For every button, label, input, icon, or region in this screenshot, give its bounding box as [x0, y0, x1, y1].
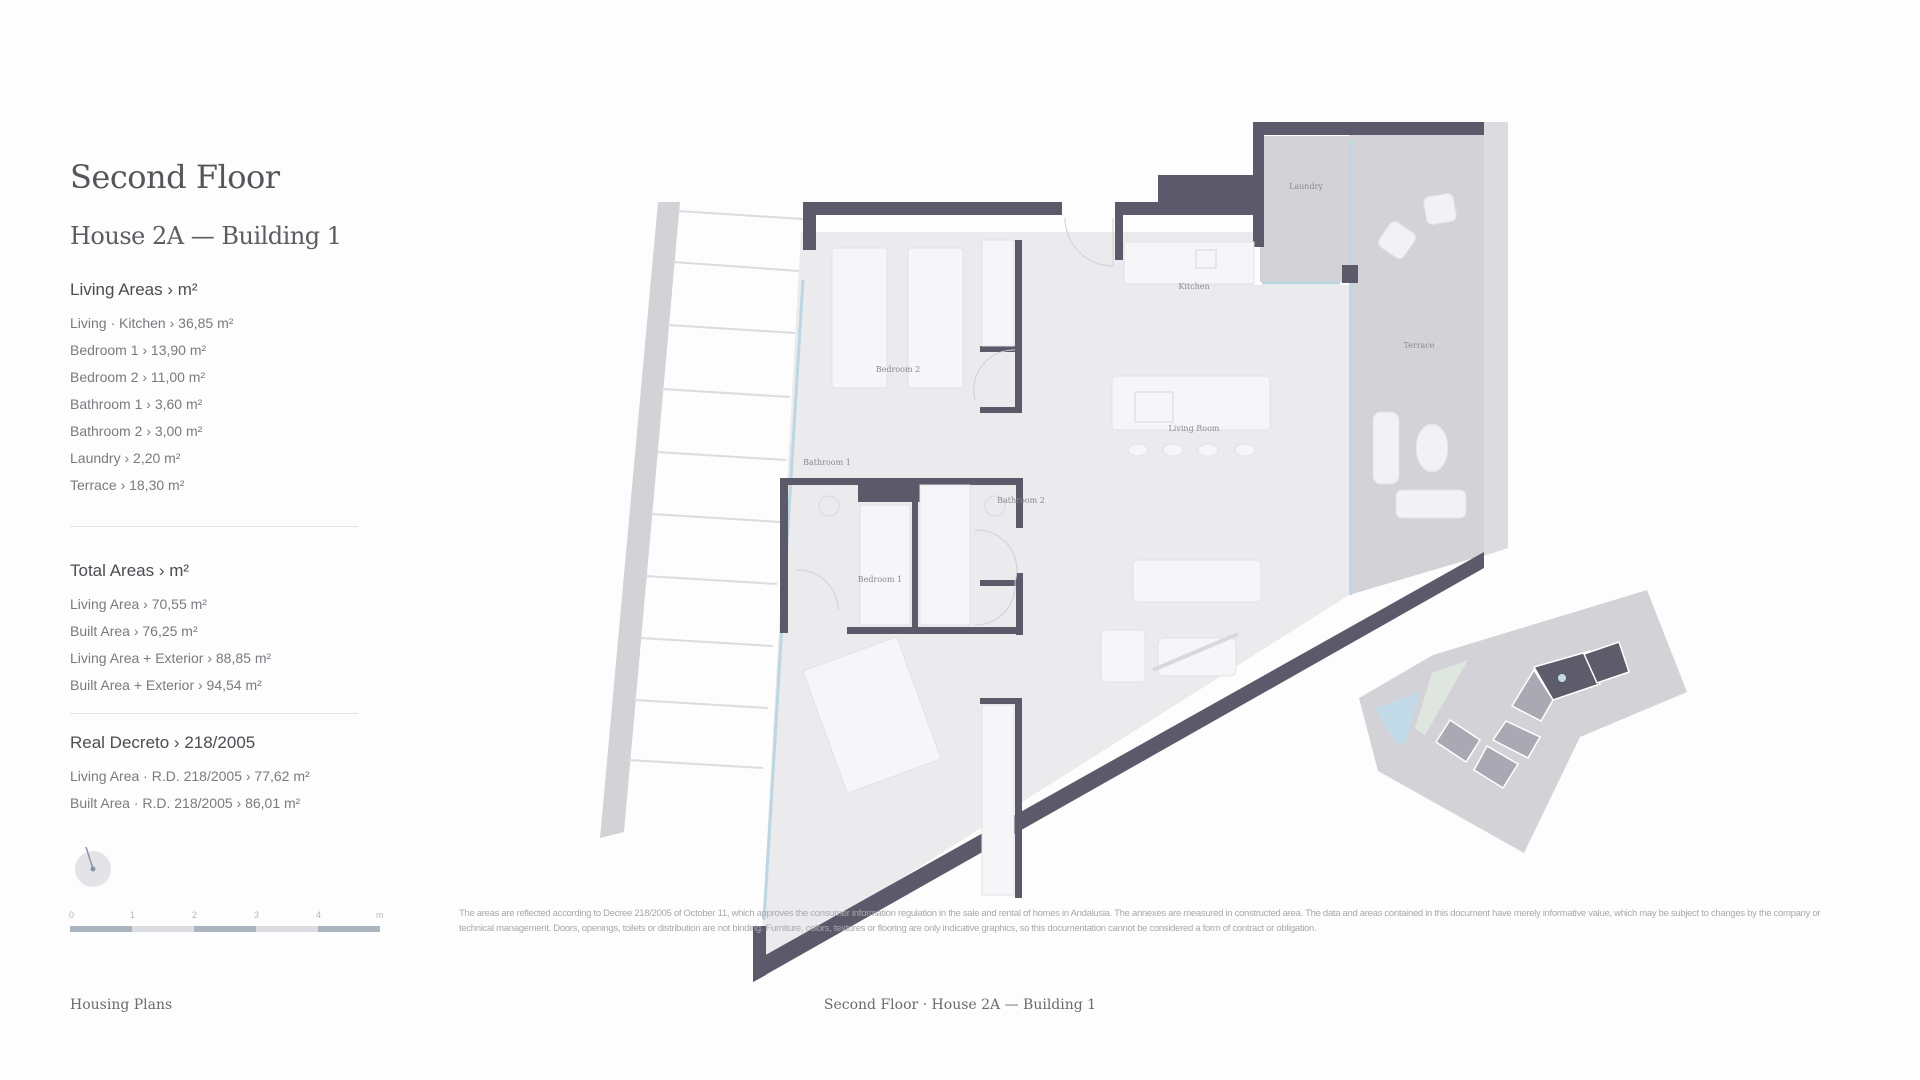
room-label-bedroom-2: Bedroom 2	[876, 365, 920, 374]
footer-page-caption: Second Floor · House 2A — Building 1	[823, 997, 1097, 1013]
coffee-table	[1157, 637, 1237, 677]
walls	[753, 122, 1484, 982]
area-item: Living Area · R.D. 218/2005 › 77,62 m²	[70, 768, 310, 784]
laundry-floor	[1260, 136, 1349, 282]
site-buildings	[1434, 641, 1630, 790]
location-marker	[1558, 674, 1566, 682]
scale-segment	[132, 926, 194, 932]
kitchen-counter	[1123, 241, 1255, 285]
room-label-living-room: Living Room	[1168, 424, 1219, 433]
house-subtitle: House 2A — Building 1	[70, 222, 342, 250]
shower	[919, 484, 971, 626]
scale-label: 2	[192, 910, 198, 920]
room-label-terrace: Terrace	[1403, 341, 1434, 350]
footer-housing-plans: Housing Plans	[70, 997, 173, 1013]
bar-stools	[1127, 443, 1256, 457]
pool	[1375, 692, 1420, 745]
area-item: Built Area + Exterior › 94,54 m²	[70, 677, 262, 693]
area-item: Bathroom 1 › 3,60 m²	[70, 396, 203, 412]
tv-unit	[1152, 632, 1239, 672]
living-areas-heading: Living Areas › m²	[70, 280, 198, 299]
area-item: Built Area · R.D. 218/2005 › 86,01 m²	[70, 795, 301, 811]
cooktop-icon	[1134, 391, 1174, 423]
bed	[831, 247, 888, 389]
area-item: Built Area › 76,25 m²	[70, 623, 198, 639]
room-label-bedroom-1: Bedroom 1	[858, 575, 902, 584]
area-item: Living Area › 70,55 m²	[70, 596, 207, 612]
balcony-edge	[600, 202, 680, 838]
garden	[1415, 660, 1468, 735]
shower	[859, 504, 911, 626]
bed	[907, 247, 964, 389]
divider	[70, 526, 358, 527]
bed	[803, 637, 941, 793]
total-areas-heading: Total Areas › m²	[70, 561, 190, 580]
sofa	[1132, 559, 1262, 603]
area-item: Bedroom 1 › 13,90 m²	[70, 342, 207, 358]
kitchen-sink	[1195, 249, 1217, 269]
room-label-bathroom-2: Bathroom 2	[997, 496, 1045, 505]
room-label-kitchen: Kitchen	[1178, 282, 1209, 291]
area-item: Laundry › 2,20 m²	[70, 450, 181, 466]
room-label-bathroom-1: Bathroom 1	[803, 458, 851, 467]
scale-segment	[70, 926, 132, 932]
scale-label: 3	[254, 910, 260, 920]
balcony-slats	[627, 210, 804, 769]
sink-icon	[984, 495, 1006, 517]
area-item: Terrace › 18,30 m²	[70, 477, 185, 493]
wardrobe	[981, 704, 1015, 896]
scale-segment	[318, 926, 380, 932]
area-item: Living · Kitchen › 36,85 m²	[70, 315, 234, 331]
terrace-edge	[1484, 122, 1508, 556]
armchair	[1100, 629, 1146, 683]
real-decreto-heading: Real Decreto › 218/2005	[70, 733, 256, 752]
area-item: Bedroom 2 › 11,00 m²	[70, 369, 206, 385]
area-item: Living Area + Exterior › 88,85 m²	[70, 650, 272, 666]
scale-label: 0	[69, 910, 75, 920]
wardrobe	[981, 239, 1015, 347]
scale-label: m	[376, 910, 384, 920]
divider	[70, 713, 358, 714]
sink-icon	[818, 495, 840, 517]
floor-title: Second Floor	[70, 158, 280, 196]
scale-segment	[194, 926, 256, 932]
scale-label: 1	[130, 910, 136, 920]
room-label-laundry: Laundry	[1289, 182, 1323, 191]
terrace-furniture	[1372, 193, 1467, 519]
disclaimer-text: The areas are reflected according to Dec…	[459, 908, 1821, 934]
scale-label: 4	[316, 910, 322, 920]
scale-segment	[256, 926, 318, 932]
door-swings	[794, 217, 1114, 626]
area-item: Bathroom 2 › 3,00 m²	[70, 423, 203, 439]
kitchen-island	[1111, 375, 1271, 431]
